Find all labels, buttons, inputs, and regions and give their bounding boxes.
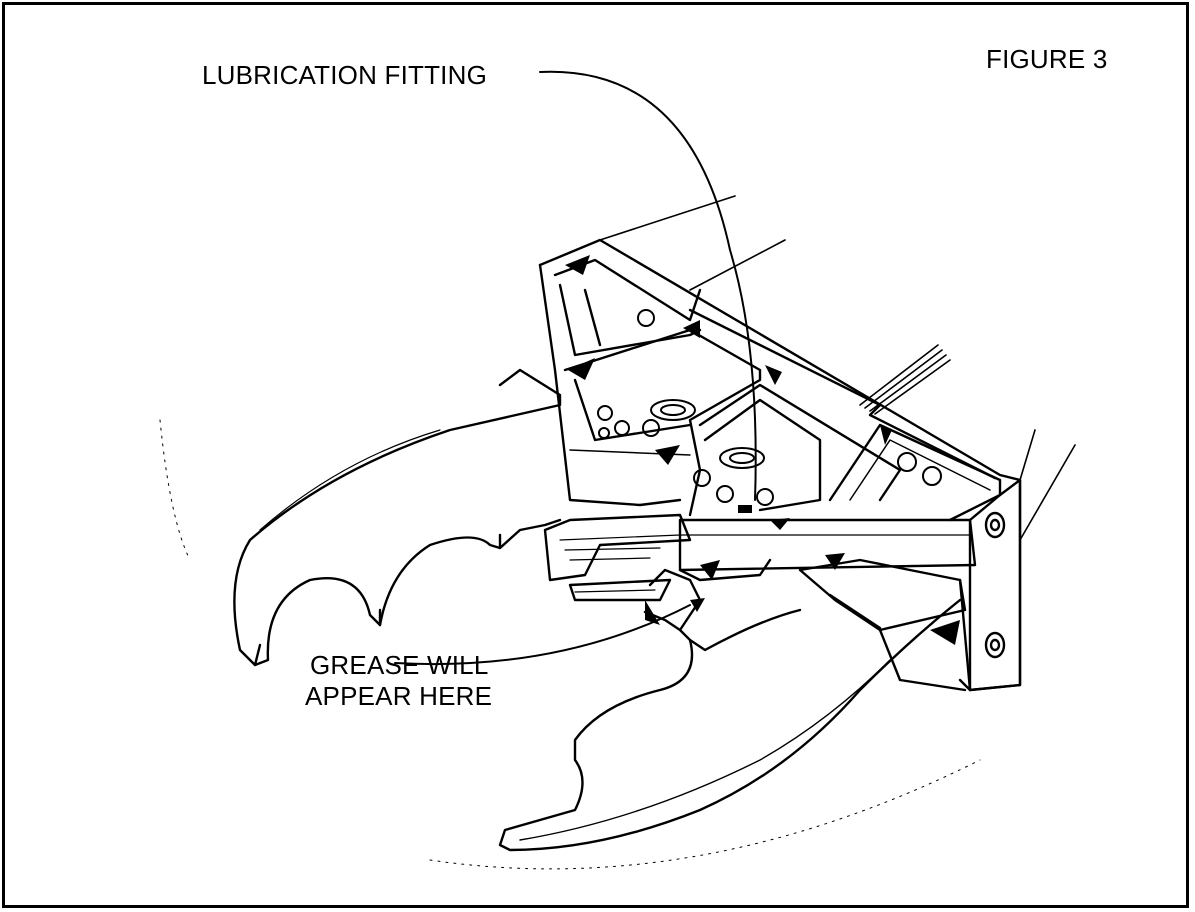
grease-leader	[394, 604, 691, 666]
figure-title: FIGURE 3	[986, 44, 1108, 74]
background-arc	[429, 759, 981, 870]
teeth-block	[543, 513, 692, 602]
grease-label-line1: GREASE WILL	[310, 650, 489, 680]
lube-leader	[539, 70, 757, 501]
hoses	[599, 195, 1076, 541]
bolts	[597, 309, 942, 506]
shading	[565, 255, 960, 645]
background-arc-left	[159, 419, 191, 561]
right-claw	[498, 568, 962, 852]
grease-arrowhead	[690, 598, 705, 612]
grease-label-line2: APPEAR HERE	[305, 681, 493, 711]
left-claw	[233, 368, 562, 667]
grapple-frame	[538, 238, 1022, 692]
lubrication-fitting-label: LUBRICATION FITTING	[202, 60, 487, 90]
